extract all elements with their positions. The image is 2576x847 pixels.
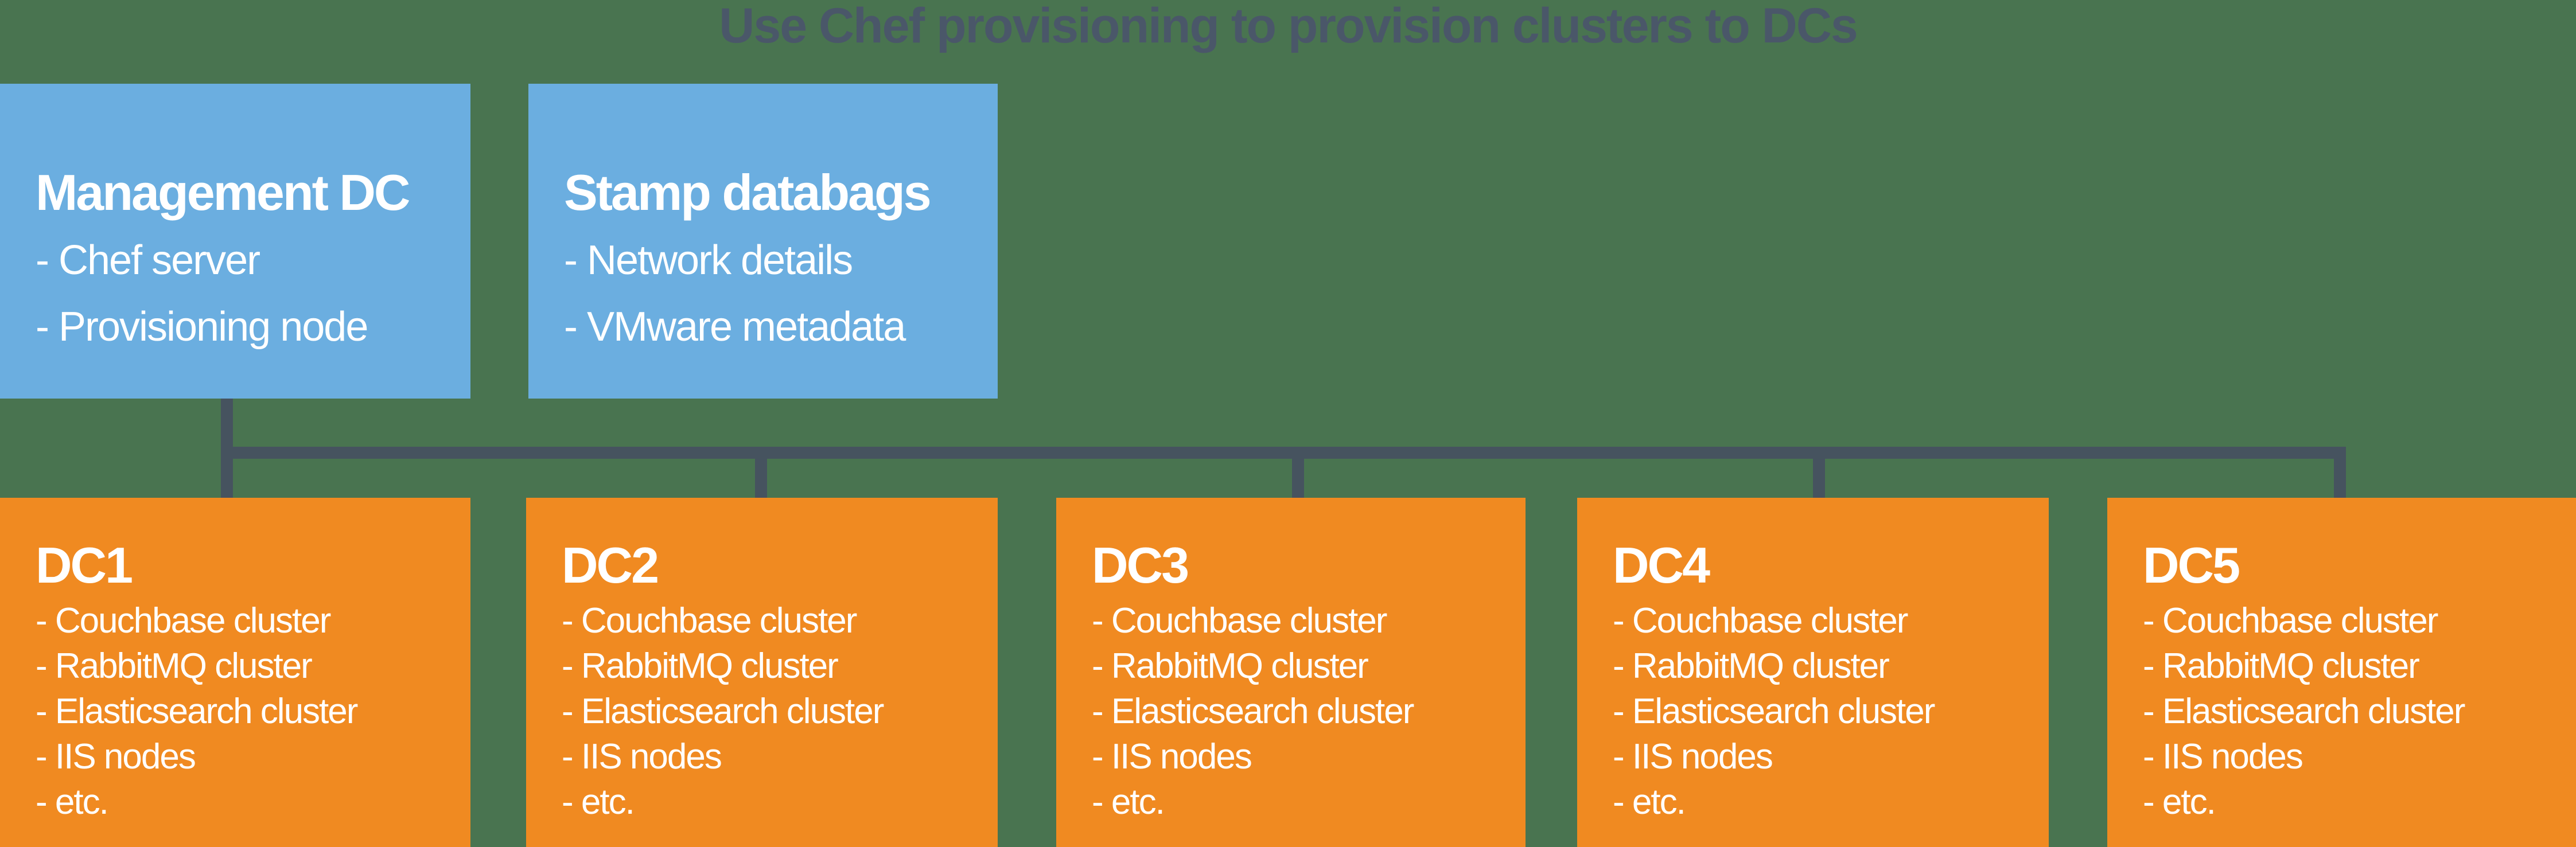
box-heading: DC5 — [2143, 537, 2240, 594]
stamp-databags-box: Stamp databags - Network details - VMwar… — [528, 84, 998, 399]
box-heading: DC1 — [36, 537, 133, 594]
slide-title: Use Chef provisioning to provision clust… — [719, 0, 1858, 53]
box-list-item: - Couchbase cluster — [562, 601, 857, 641]
box-list-item: - Couchbase cluster — [1092, 601, 1387, 641]
box-list-item: - IIS nodes — [562, 737, 722, 776]
connector-drop-dc3 — [1292, 447, 1304, 498]
box-list-item: - Network details — [564, 237, 853, 283]
box-list-item: - Elasticsearch cluster — [1613, 692, 1935, 731]
management-dc-box: Management DC - Chef server - Provisioni… — [0, 84, 470, 399]
box-heading: DC4 — [1613, 537, 1710, 594]
box-list-item: - Elasticsearch cluster — [2143, 692, 2465, 731]
box-list: - Couchbase cluster - RabbitMQ cluster -… — [562, 598, 986, 825]
box-list: - Chef server - Provisioning node — [36, 227, 459, 360]
box-list-item: - etc. — [1613, 782, 1686, 822]
connector-drop-dc4 — [1813, 447, 1825, 498]
connector-drop-dc5 — [2334, 447, 2346, 498]
box-list-item: - RabbitMQ cluster — [36, 646, 313, 686]
box-list-item: - etc. — [36, 782, 109, 822]
box-list-item: - Elasticsearch cluster — [1092, 692, 1414, 731]
box-list-item: - Elasticsearch cluster — [36, 692, 358, 731]
box-list: - Couchbase cluster - RabbitMQ cluster -… — [1092, 598, 1514, 825]
box-heading: Management DC — [36, 164, 410, 221]
box-list-item: - etc. — [1092, 782, 1165, 822]
box-list-item: - etc. — [562, 782, 635, 822]
dc4-box: DC4 - Couchbase cluster - RabbitMQ clust… — [1577, 498, 2049, 847]
dc3-box: DC3 - Couchbase cluster - RabbitMQ clust… — [1056, 498, 1526, 847]
box-list-item: - Chef server — [36, 237, 260, 283]
box-list-item: - IIS nodes — [1092, 737, 1252, 776]
box-list-item: - Provisioning node — [36, 304, 368, 350]
box-heading: DC2 — [562, 537, 659, 594]
connector-horizontal-bar — [221, 447, 2346, 459]
box-list: - Couchbase cluster - RabbitMQ cluster -… — [36, 598, 459, 825]
box-list-item: - Couchbase cluster — [1613, 601, 1908, 641]
box-list: - Network details - VMware metadata — [564, 227, 986, 360]
box-heading: Stamp databags — [564, 164, 932, 221]
connector-drop-dc2 — [755, 447, 767, 498]
box-list-item: - Couchbase cluster — [36, 601, 331, 641]
box-list-item: - etc. — [2143, 782, 2216, 822]
box-list: - Couchbase cluster - RabbitMQ cluster -… — [2143, 598, 2565, 825]
box-list-item: - RabbitMQ cluster — [562, 646, 839, 686]
box-list-item: - Elasticsearch cluster — [562, 692, 884, 731]
box-list-item: - Couchbase cluster — [2143, 601, 2438, 641]
box-list-item: - IIS nodes — [2143, 737, 2303, 776]
box-heading: DC3 — [1092, 537, 1189, 594]
dc2-box: DC2 - Couchbase cluster - RabbitMQ clust… — [526, 498, 998, 847]
box-list-item: - VMware metadata — [564, 304, 906, 350]
box-list-item: - RabbitMQ cluster — [1092, 646, 1369, 686]
box-list-item: - IIS nodes — [1613, 737, 1773, 776]
box-list-item: - IIS nodes — [36, 737, 196, 776]
box-list-item: - RabbitMQ cluster — [1613, 646, 1890, 686]
box-list-item: - RabbitMQ cluster — [2143, 646, 2420, 686]
box-list: - Couchbase cluster - RabbitMQ cluster -… — [1613, 598, 2037, 825]
dc5-box: DC5 - Couchbase cluster - RabbitMQ clust… — [2107, 498, 2576, 847]
dc1-box: DC1 - Couchbase cluster - RabbitMQ clust… — [0, 498, 470, 847]
